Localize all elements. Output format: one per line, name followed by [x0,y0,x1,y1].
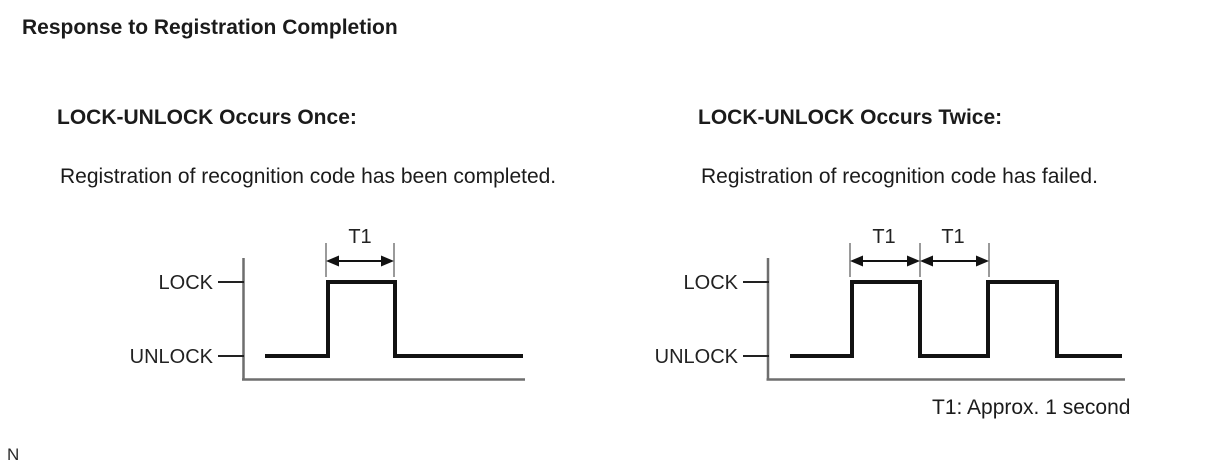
page-marker: N [7,445,20,464]
t1-arrowhead-2-right [976,255,989,267]
t1-arrowhead-left [326,255,339,267]
panel-twice-heading: LOCK-UNLOCK Occurs Twice: [698,106,1003,129]
unlock-label: UNLOCK [655,346,739,368]
t1-arrowhead-2-left [920,255,933,267]
t1-arrowhead-right [381,255,394,267]
waveform-diagram-twice: LOCK UNLOCK T1 T1 [655,226,1125,381]
t1-duration-label: T1 [348,226,371,248]
panel-twice-description: Registration of recognition code has fai… [701,165,1098,188]
t1-duration-label-1: T1 [872,226,895,248]
t1-footnote: T1: Approx. 1 second [932,396,1131,419]
t1-duration-label-2: T1 [941,226,964,248]
unlock-label: UNLOCK [130,346,214,368]
waveform-diagram-once: LOCK UNLOCK T1 [130,226,525,381]
page-title: Response to Registration Completion [22,16,398,39]
t1-arrowhead-1-right [907,255,920,267]
lock-unlock-waveform [790,280,1122,358]
t1-arrowhead-1-left [850,255,863,267]
lock-label: LOCK [159,272,214,294]
panel-once-description: Registration of recognition code has bee… [60,165,557,188]
panel-once-heading: LOCK-UNLOCK Occurs Once: [57,106,357,129]
lock-unlock-waveform [265,280,523,358]
lock-label: LOCK [684,272,739,294]
